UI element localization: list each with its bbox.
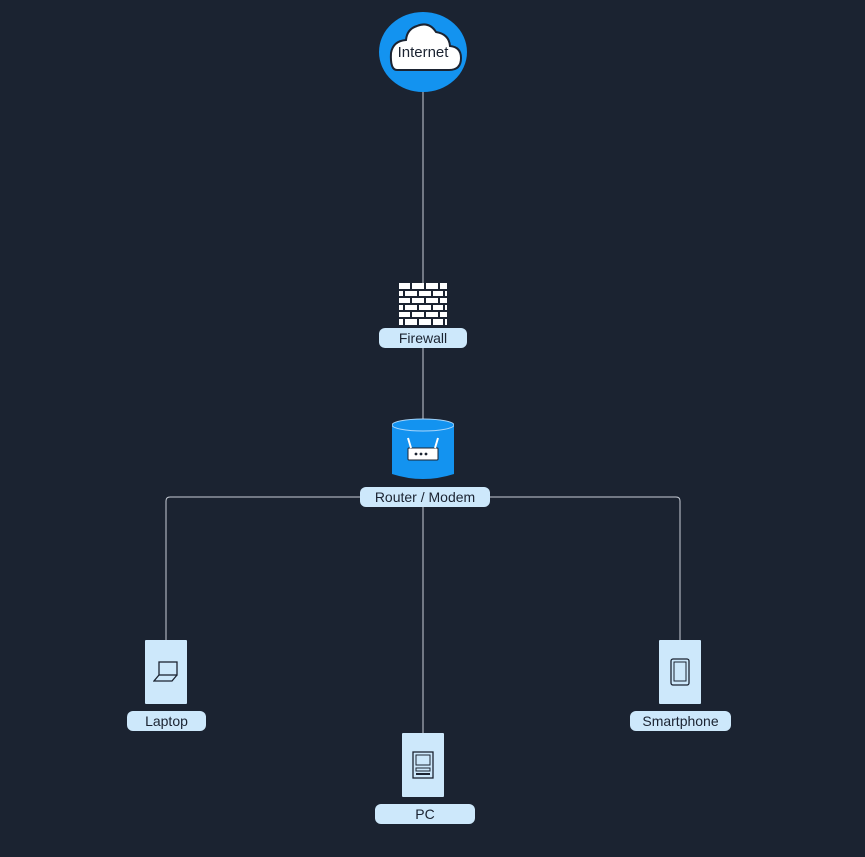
smartphone-icon [670, 658, 690, 686]
router-icon [407, 437, 439, 461]
router-node[interactable] [391, 418, 455, 482]
internet-label: Internet [397, 44, 449, 61]
firewall-label: Firewall [379, 328, 467, 348]
wire-router-smartphone [490, 496, 681, 640]
laptop-label: Laptop [127, 711, 206, 731]
laptop-node[interactable] [145, 640, 187, 704]
wire-router-laptop [165, 496, 360, 640]
router-cylinder [391, 418, 455, 479]
smartphone-label: Smartphone [630, 711, 731, 731]
laptop-icon [153, 661, 178, 682]
desktop-computer-icon [412, 751, 434, 779]
router-label: Router / Modem [360, 487, 490, 507]
brick-wall-icon [399, 283, 447, 325]
firewall-node[interactable] [399, 283, 447, 325]
smartphone-node[interactable] [659, 640, 701, 704]
pc-label: PC [375, 804, 475, 824]
internet-globe-circle [379, 12, 467, 92]
cloud-icon [389, 23, 463, 71]
pc-node[interactable] [402, 733, 444, 797]
internet-node[interactable]: Internet [379, 12, 467, 92]
